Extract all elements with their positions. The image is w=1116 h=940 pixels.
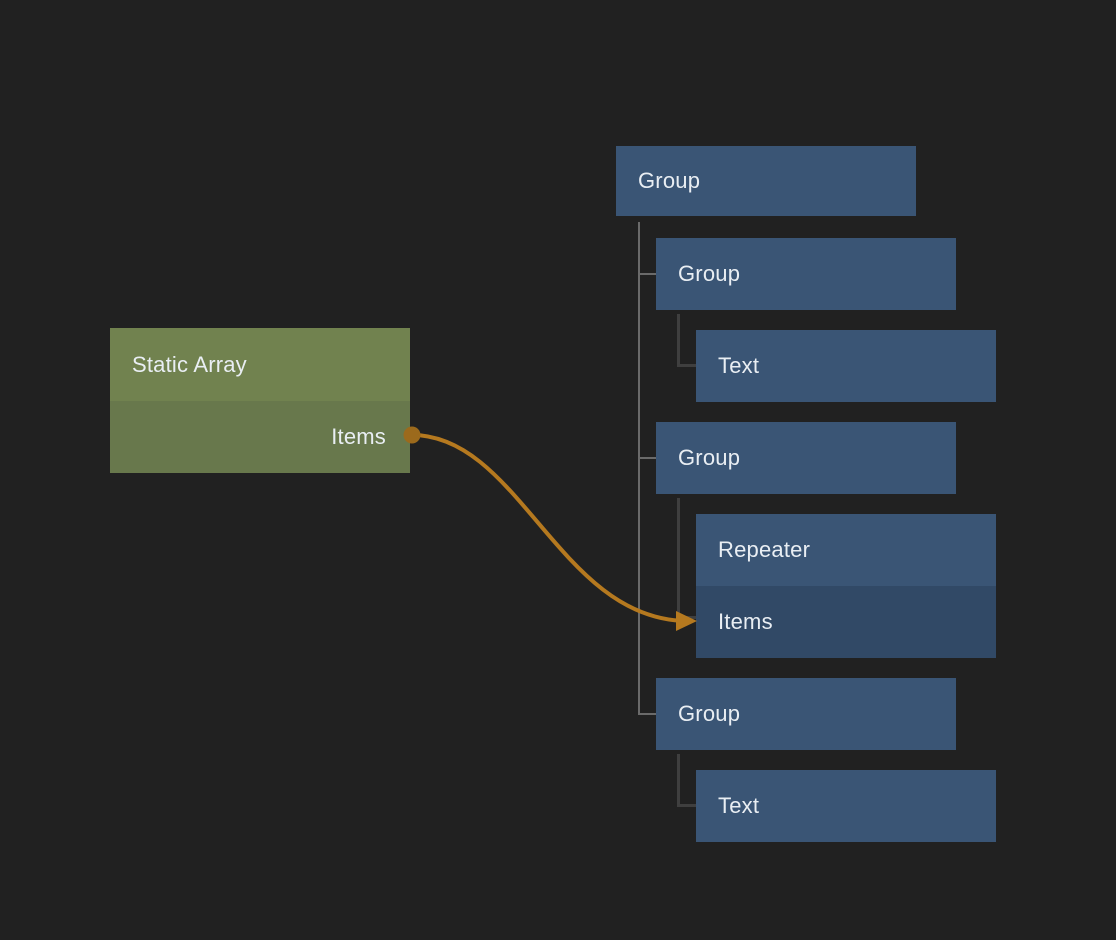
tree-elbow-v-text-2 [677, 754, 680, 806]
node-group-2[interactable]: Group [656, 422, 956, 494]
node-repeater-items-port[interactable]: Items [696, 586, 996, 658]
tree-spine-root [638, 222, 640, 714]
node-text-2[interactable]: Text [696, 770, 996, 842]
tree-elbow-h-text-1 [677, 364, 696, 367]
tree-tick-child-3 [638, 713, 656, 715]
node-group-2-label: Group [656, 422, 956, 494]
node-group-3-label: Group [656, 678, 956, 750]
tree-elbow-h-repeater [677, 616, 696, 619]
node-group-3[interactable]: Group [656, 678, 956, 750]
node-static-array[interactable]: Static Array Items [110, 328, 410, 473]
node-static-array-items-port[interactable]: Items [110, 401, 410, 473]
tree-tick-child-2 [638, 457, 656, 459]
node-group-root-label: Group [616, 146, 916, 216]
node-text-1-label: Text [696, 330, 996, 402]
node-repeater[interactable]: Repeater Items [696, 514, 996, 658]
node-static-array-title: Static Array [110, 328, 410, 401]
node-group-root[interactable]: Group [616, 146, 916, 216]
tree-elbow-v-repeater [677, 498, 680, 618]
tree-tick-child-1 [638, 273, 656, 275]
tree-elbow-h-text-2 [677, 804, 696, 807]
node-group-1-label: Group [656, 238, 956, 310]
node-group-1[interactable]: Group [656, 238, 956, 310]
node-text-1[interactable]: Text [696, 330, 996, 402]
tree-elbow-v-text-1 [677, 314, 680, 366]
connection-wire-items-to-items[interactable] [410, 433, 690, 623]
node-repeater-label: Repeater [696, 514, 996, 586]
node-text-2-label: Text [696, 770, 996, 842]
